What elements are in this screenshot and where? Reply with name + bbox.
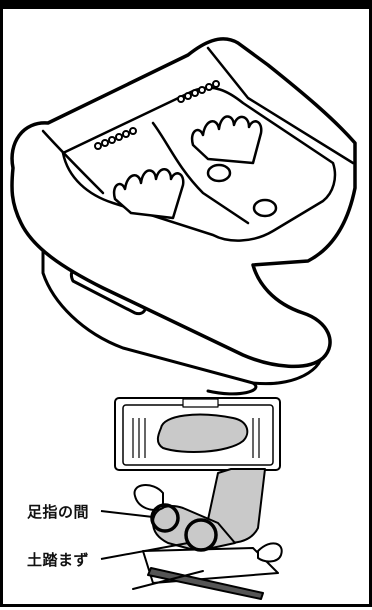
- device-main-body: [12, 39, 355, 366]
- label-arch: 土踏まず: [27, 549, 89, 570]
- device-top-view: [115, 398, 280, 470]
- label-toe-gap: 足指の間: [27, 501, 89, 522]
- side-view-scene: [133, 469, 282, 599]
- foot-shape-top-view: [158, 415, 247, 452]
